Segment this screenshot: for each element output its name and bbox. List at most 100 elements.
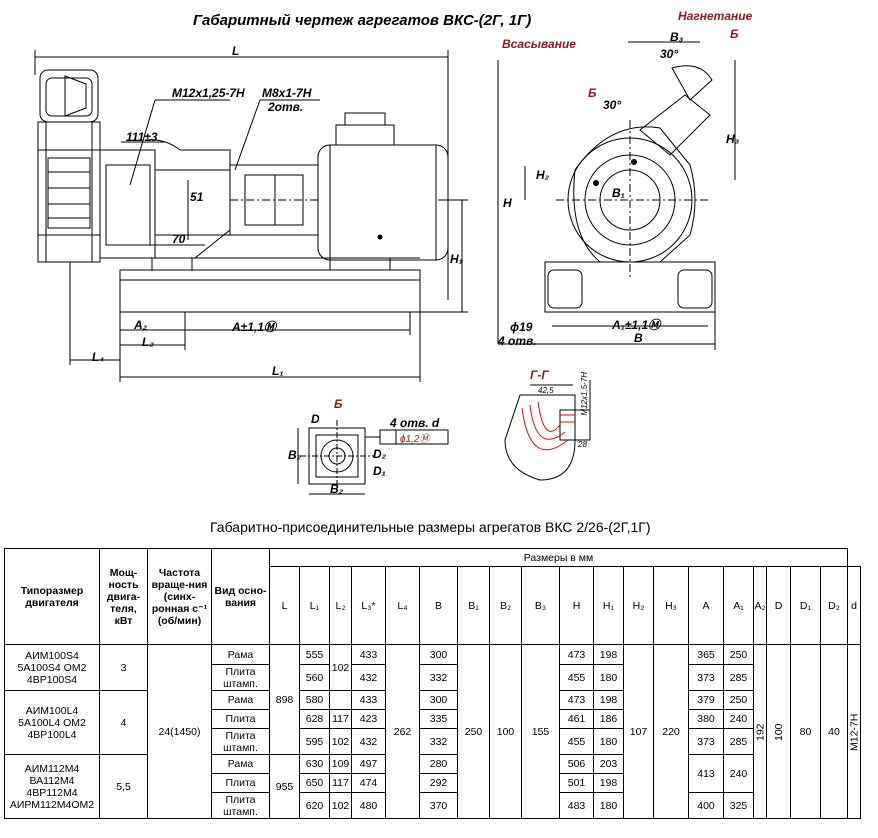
table-cell: 280 [419, 754, 458, 774]
table-cell: 630 [299, 754, 330, 774]
table-cell: 650 [299, 773, 330, 793]
table-cell: 455 [559, 728, 594, 755]
dim-B3: B₃ [670, 30, 684, 44]
table-cell: 240 [723, 709, 754, 729]
table-cell: 300 [419, 690, 458, 710]
table-cell: 432 [351, 728, 386, 755]
table-cell: 335 [419, 709, 458, 729]
D2-value: 40 [820, 644, 848, 819]
d-value: M12-7H [847, 644, 861, 819]
table-cell: 300 [419, 644, 458, 665]
dim-L: L [232, 44, 240, 58]
table-cell: 198 [593, 644, 624, 665]
table-cell: Рама [211, 754, 270, 774]
col-d: d [847, 566, 861, 645]
table-cell: 117 [329, 709, 352, 729]
table-cell: Рама [211, 690, 270, 710]
dim-B: B [634, 331, 643, 345]
discharge-label: Нагнетание [678, 9, 753, 23]
table-cell: 240 [723, 754, 754, 793]
header-power: Мощ-ность двига-теля, кВт [99, 548, 148, 645]
table-cell: 423 [351, 709, 386, 729]
table-cell: 461 [559, 709, 594, 729]
power-group-3: 5,5 [99, 754, 148, 819]
table-cell: 433 [351, 644, 386, 665]
table-cell: 102 [329, 728, 352, 755]
A2-value: 192 [753, 644, 767, 819]
col-B: B [419, 566, 458, 645]
B2-value: 100 [489, 644, 522, 819]
dim-D2: D₂ [373, 447, 387, 461]
dim-A: A±1,1Ⓜ [232, 320, 276, 334]
D1-value: 80 [790, 644, 821, 819]
table-cell: 473 [559, 644, 594, 665]
view-b-arrow-label: Б [730, 27, 739, 41]
table-cell: 413 [688, 754, 724, 793]
dim-H2: H₂ [536, 168, 550, 182]
angle-30-top: 30° [660, 47, 679, 61]
H2-value: 107 [623, 644, 654, 819]
thread-m12: M12x1,5-7H [580, 372, 589, 416]
dim-D1: D₁ [373, 464, 386, 478]
col-B1: B₁ [457, 566, 490, 645]
table-cell: 365 [688, 644, 724, 665]
col-D2: D₂ [820, 566, 848, 645]
section-gg-title: Г-Г [530, 368, 549, 382]
dim-H1: H₁ [450, 252, 463, 266]
angle-30-side: 30° [603, 98, 622, 112]
dim-A2: A₂ [134, 318, 148, 332]
col-L2: L₂ [329, 566, 352, 645]
suction-label: Всасывание [502, 37, 576, 51]
table-cell: 480 [351, 792, 386, 819]
table-cell: 560 [299, 664, 330, 691]
col-B2: B₂ [489, 566, 522, 645]
header-motor: Типоразмер двигателя [4, 548, 100, 645]
table-cell: 628 [299, 709, 330, 729]
table-cell: 180 [593, 664, 624, 691]
col-H3: H₃ [653, 566, 689, 645]
table-cell: 117 [329, 773, 352, 793]
table-cell: 555 [299, 644, 330, 665]
col-D: D [766, 566, 791, 645]
table-cell: 250 [723, 690, 754, 710]
speed-cell: 24(1450) [147, 644, 212, 819]
col-L4: L₄ [385, 566, 420, 645]
col-D1: D₁ [790, 566, 821, 645]
dimensions-table: Типоразмер двигателя Мощ-ность двига-тел… [4, 548, 861, 819]
L-value-a: 898 [269, 644, 300, 755]
table-cell: 292 [419, 773, 458, 793]
dim-B1: B₁ [612, 186, 625, 200]
table-cell: 180 [593, 728, 624, 755]
col-A2: A₂ [753, 566, 767, 645]
motor-group-1: АИМ100S4 5А100S4 ОМ2 4ВР100S4 [4, 644, 100, 691]
col-H2: H₂ [623, 566, 654, 645]
dim-51: 51 [190, 190, 204, 204]
technical-drawing [34, 41, 736, 495]
motor-group-2: АИМ100L4 5А100L4 ОМ2 4ВР100L4 [4, 690, 100, 755]
table-cell: 250 [723, 644, 754, 665]
power-group-1: 3 [99, 644, 148, 691]
dim-111: 111±3 [126, 130, 158, 144]
table-cell: 373 [688, 664, 724, 691]
H3-value: 220 [653, 644, 689, 819]
dim-D: D [311, 412, 320, 426]
header-base: Вид осно-вания [211, 548, 270, 645]
table-cell: 186 [593, 709, 624, 729]
B3-value: 155 [521, 644, 560, 819]
table-cell: 332 [419, 664, 458, 691]
table-cell: 473 [559, 690, 594, 710]
D-value: 100 [766, 644, 791, 819]
table-cell: 501 [559, 773, 594, 793]
drawing-title: Габаритный чертеж агрегатов ВКС-(2Г, 1Г) [193, 12, 532, 29]
table-cell: 102 [329, 792, 352, 819]
L-value-b: 955 [269, 754, 300, 819]
col-A1: A₁ [723, 566, 754, 645]
col-A: A [688, 566, 724, 645]
L4-value: 262 [385, 644, 420, 819]
dim-28: 28 [578, 440, 587, 449]
table-title: Габаритно-присоединительные размеры агре… [210, 519, 651, 535]
table-cell: 432 [351, 664, 386, 691]
table-cell: 373 [688, 728, 724, 755]
B1-value: 250 [457, 644, 490, 819]
table-cell: 198 [593, 690, 624, 710]
